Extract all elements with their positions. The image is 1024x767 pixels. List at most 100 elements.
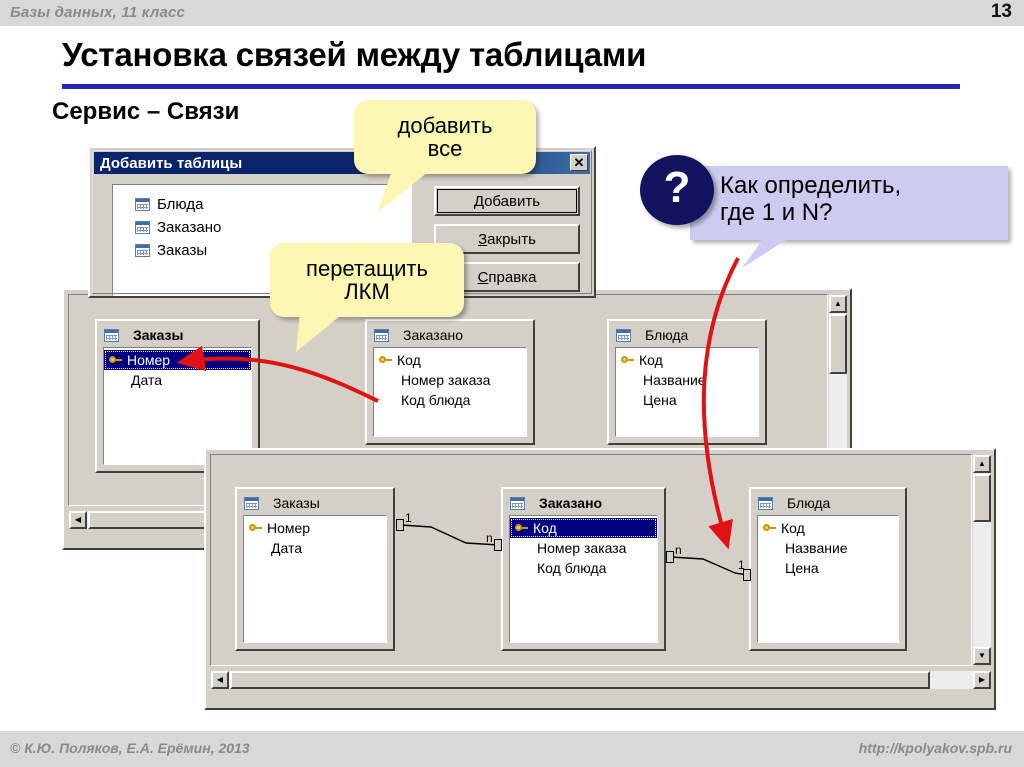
- question-callout: Как определить, где 1 и N?: [690, 166, 1008, 240]
- page-title: Установка связей между таблицами: [62, 36, 647, 73]
- scroll-down-button[interactable]: ▼: [973, 647, 991, 665]
- vertical-scrollbar-step2[interactable]: ▲ ▼: [972, 454, 992, 666]
- field-row[interactable]: Цена: [758, 558, 898, 578]
- table-card-header: Заказы: [101, 325, 254, 345]
- table-card-zakazano-step1[interactable]: Заказано Код Номер заказа Код блюда: [365, 319, 535, 445]
- relationship-label-one-left: 1: [405, 511, 412, 525]
- key-icon: [620, 353, 635, 368]
- scroll-right-button[interactable]: ▶: [973, 671, 991, 689]
- scroll-thumb[interactable]: [829, 314, 847, 374]
- footer-copyright: © К.Ю. Поляков, Е.А. Ерёмин, 2013: [10, 740, 250, 756]
- page-number: 13: [990, 1, 1012, 22]
- question-line-2: где 1 и N?: [720, 199, 833, 227]
- table-card-header: Заказано: [371, 325, 529, 345]
- field-label: Номер: [267, 520, 311, 536]
- field-row[interactable]: Номер заказа: [374, 370, 526, 390]
- key-icon: [514, 521, 529, 536]
- question-line-1: Как определить,: [720, 172, 902, 199]
- callout-drag-lmb-text: перетащить ЛКМ: [306, 255, 428, 304]
- close-button-accel: З: [478, 230, 488, 248]
- relationship-label-many-left: n: [486, 531, 493, 545]
- relationship-endpoint-many-right: [666, 551, 674, 563]
- field-row[interactable]: Код: [374, 350, 526, 370]
- table-card-title: Заказано: [403, 327, 464, 343]
- table-icon: [135, 221, 150, 234]
- field-row[interactable]: Номер заказа: [510, 538, 657, 558]
- help-button-accel: С: [477, 268, 489, 286]
- slide-subtitle: Сервис – Связи: [52, 98, 240, 125]
- table-card-fields[interactable]: Код Номер заказа Код блюда: [373, 347, 527, 437]
- scroll-left-button[interactable]: ◀: [69, 511, 87, 529]
- close-icon[interactable]: ✕: [570, 154, 588, 171]
- scroll-thumb[interactable]: [973, 474, 991, 522]
- field-label: Код: [397, 352, 421, 368]
- list-item[interactable]: Заказано: [135, 216, 411, 239]
- table-card-fields[interactable]: Код Номер заказа Код блюда: [509, 515, 658, 643]
- field-label: Код блюда: [401, 392, 471, 408]
- relationship-label-many-right: n: [675, 543, 682, 557]
- horizontal-scrollbar-step2[interactable]: ◀ ▶: [210, 670, 992, 690]
- footer-url: http://kpolyakov.spb.ru: [858, 740, 1012, 756]
- field-row[interactable]: Дата: [104, 370, 251, 390]
- relationships-canvas-step2[interactable]: Заказы Номер Дата Заказано К: [210, 454, 972, 666]
- table-card-title: Заказано: [539, 495, 603, 511]
- table-card-zakazano-step2[interactable]: Заказано Код Номер заказа Код блюда: [501, 487, 666, 651]
- question-mark-glyph: ?: [663, 163, 691, 212]
- field-row[interactable]: Дата: [244, 538, 386, 558]
- table-card-fields[interactable]: Номер Дата: [243, 515, 387, 643]
- field-row[interactable]: Цена: [616, 390, 758, 410]
- callout-drag-lmb: перетащить ЛКМ: [270, 243, 464, 317]
- field-row[interactable]: Код: [758, 518, 898, 538]
- key-icon: [378, 353, 393, 368]
- relationships-window-step2[interactable]: Заказы Номер Дата Заказано К: [204, 448, 996, 710]
- list-item[interactable]: Блюда: [135, 193, 411, 216]
- field-label: Номер заказа: [401, 372, 491, 388]
- field-row[interactable]: Название: [616, 370, 758, 390]
- add-button-accel: Д: [473, 192, 485, 210]
- scroll-left-button[interactable]: ◀: [211, 671, 229, 689]
- field-row[interactable]: Номер: [244, 518, 386, 538]
- question-callout-tail: [742, 238, 786, 268]
- field-row[interactable]: Код: [510, 518, 657, 538]
- top-banner: Базы данных, 11 класс: [0, 0, 1024, 26]
- field-row[interactable]: Код блюда: [510, 558, 657, 578]
- relationship-endpoint-many-left: [494, 539, 502, 551]
- field-row[interactable]: Код: [616, 350, 758, 370]
- list-item-label: Заказано: [157, 219, 222, 236]
- table-card-fields[interactable]: Код Название Цена: [757, 515, 899, 643]
- scroll-up-button[interactable]: ▲: [829, 295, 847, 313]
- table-card-blyuda-step1[interactable]: Блюда Код Название Цена: [607, 319, 767, 445]
- field-label: Код: [781, 520, 805, 536]
- table-card-title: Блюда: [645, 327, 689, 343]
- field-label: Дата: [271, 540, 303, 556]
- list-item[interactable]: Заказы: [135, 239, 411, 262]
- field-label: Дата: [131, 372, 163, 388]
- field-row[interactable]: Номер: [104, 350, 251, 370]
- field-label: Цена: [785, 560, 819, 576]
- callout-add-all: добавить все: [354, 100, 536, 174]
- relationship-endpoint-one-right: [743, 569, 751, 581]
- relationship-endpoint-one-left: [396, 519, 404, 531]
- table-card-blyuda-step2[interactable]: Блюда Код Название Цена: [749, 487, 907, 651]
- table-card-fields[interactable]: Код Название Цена: [615, 347, 759, 437]
- relationship-connectors: [400, 524, 748, 576]
- help-button-label: правка: [488, 268, 537, 286]
- dialog-title: Добавить таблицы: [100, 154, 243, 172]
- table-icon: [758, 496, 773, 510]
- table-icon: [104, 328, 119, 342]
- callout-add-all-text: добавить все: [397, 112, 493, 161]
- close-button-label: акрыть: [487, 230, 536, 248]
- field-label: Номер заказа: [537, 540, 627, 556]
- field-label: Название: [643, 372, 706, 388]
- scroll-thumb[interactable]: [230, 671, 930, 689]
- field-row[interactable]: Код блюда: [374, 390, 526, 410]
- table-icon: [616, 328, 631, 342]
- table-card-title: Заказы: [273, 495, 320, 511]
- table-card-title: Заказы: [133, 327, 184, 343]
- list-item-label: Блюда: [157, 196, 204, 213]
- field-row[interactable]: Название: [758, 538, 898, 558]
- table-card-zakazy-step2[interactable]: Заказы Номер Дата: [235, 487, 395, 651]
- scroll-up-button[interactable]: ▲: [973, 455, 991, 473]
